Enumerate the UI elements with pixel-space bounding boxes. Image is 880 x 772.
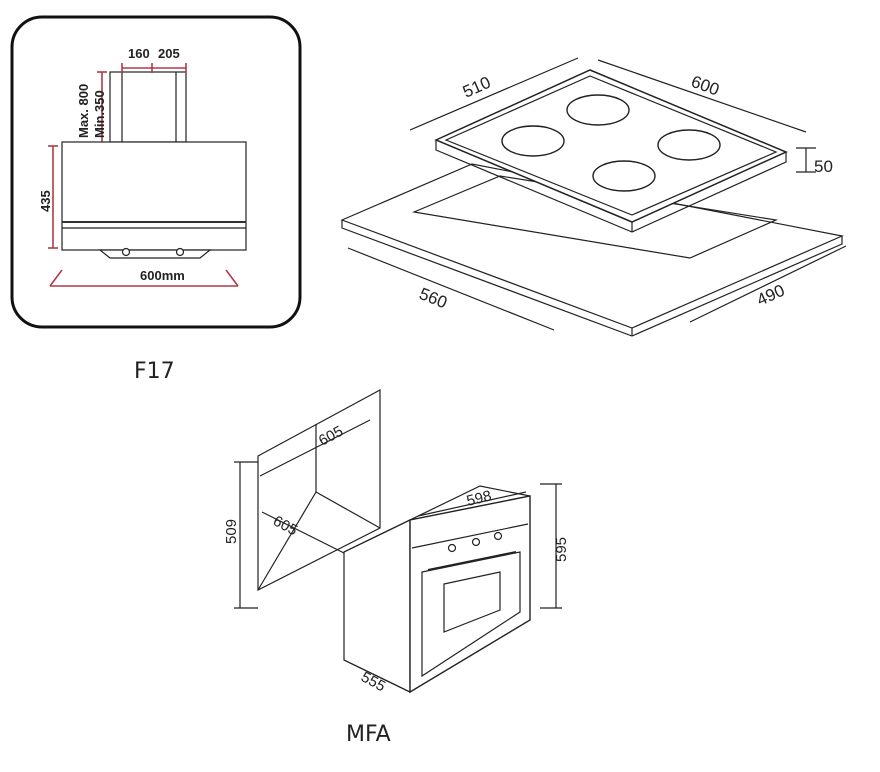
oven-knob-1 (447, 543, 457, 553)
oven-height-label: 595 (553, 537, 570, 562)
hood-caption: F17 (134, 359, 175, 384)
hood-base (98, 249, 212, 259)
hood-diagram: 160 205 Max. 800 Min.350 435 600mm F17 (10, 15, 302, 384)
hood-body (61, 141, 247, 251)
niche-height-label: 509 (223, 519, 240, 544)
duct-width-a-label: 160 (128, 46, 150, 61)
max-height-label: Max. 800 (76, 84, 91, 138)
hob-depth-label: 510 (460, 73, 494, 102)
oven-window (443, 571, 501, 633)
burner-front-right (592, 160, 656, 192)
cutout-width-label: 560 (417, 284, 450, 312)
hood-knob-right (175, 247, 185, 257)
oven-caption: MFA (346, 722, 391, 747)
burner-back-right (657, 129, 721, 161)
hood-width-label: 600mm (140, 268, 185, 283)
burner-back-left (566, 94, 630, 126)
hood-chimney (109, 71, 187, 143)
oven-front-width-label: 598 (465, 487, 493, 510)
oven-body (343, 519, 411, 693)
oven-knob-2 (471, 537, 481, 547)
oven-knob-3 (493, 531, 503, 541)
hood-knob-left (121, 247, 131, 257)
hob-thickness-label: 50 (814, 157, 833, 176)
duct-width-b-label: 205 (158, 46, 180, 61)
hob-diagram: 510 600 50 560 490 (340, 57, 847, 337)
oven-door-handle (427, 551, 517, 571)
cutout-depth-label: 490 (754, 281, 788, 310)
burner-front-left (501, 125, 565, 157)
body-height-label: 435 (38, 190, 53, 212)
hob-width-label: 600 (689, 72, 722, 100)
oven-diagram: 605 605 509 598 595 555 MFA (223, 388, 570, 747)
min-height-label: Min.350 (92, 90, 107, 138)
